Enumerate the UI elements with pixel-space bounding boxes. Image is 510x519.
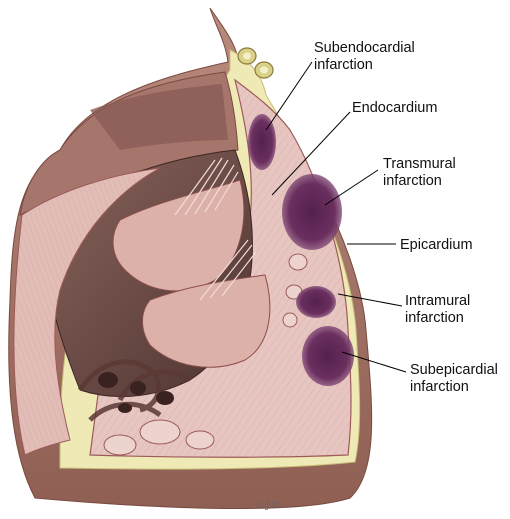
label-intramural-line2: infarction xyxy=(405,310,464,326)
label-endocardium: Endocardium xyxy=(352,100,437,116)
endocardial-nodules xyxy=(282,253,308,328)
transmural-infarct xyxy=(282,174,342,250)
trabecular-holes xyxy=(98,372,174,413)
subepicardial-infarct xyxy=(302,326,354,386)
atrial-shadow xyxy=(90,84,228,150)
papillary-muscle-lower xyxy=(142,274,271,368)
coronary-vessels xyxy=(237,47,274,79)
apex-nodules xyxy=(103,419,215,456)
label-subepicardial-line1: Subepicardial xyxy=(410,362,498,378)
chordae-tendineae xyxy=(174,157,257,301)
label-epicardium: Epicardium xyxy=(400,237,473,253)
artist-signature: G.J.W. xyxy=(256,501,282,511)
leader-lines xyxy=(265,61,407,373)
septum-fibers xyxy=(14,168,161,455)
label-endocardium-line1: Endocardium xyxy=(352,100,437,116)
label-subepicardial: Subepicardial infarction xyxy=(410,362,502,395)
label-subendocardial-line2: infarction xyxy=(314,57,373,73)
label-intramural: Intramural infarction xyxy=(405,293,474,326)
label-transmural-line1: Transmural xyxy=(383,156,456,172)
label-transmural: Transmural infarction xyxy=(383,156,460,189)
label-subendocardial: Subendocardial infarction xyxy=(314,40,419,73)
label-intramural-line1: Intramural xyxy=(405,293,470,309)
subendocardial-infarct xyxy=(248,114,276,170)
label-subendocardial-line1: Subendocardial xyxy=(314,40,415,56)
intramural-infarct xyxy=(296,286,336,318)
label-transmural-line2: infarction xyxy=(383,173,442,189)
label-epicardium-line1: Epicardium xyxy=(400,237,473,253)
label-subepicardial-line2: infarction xyxy=(410,379,469,395)
